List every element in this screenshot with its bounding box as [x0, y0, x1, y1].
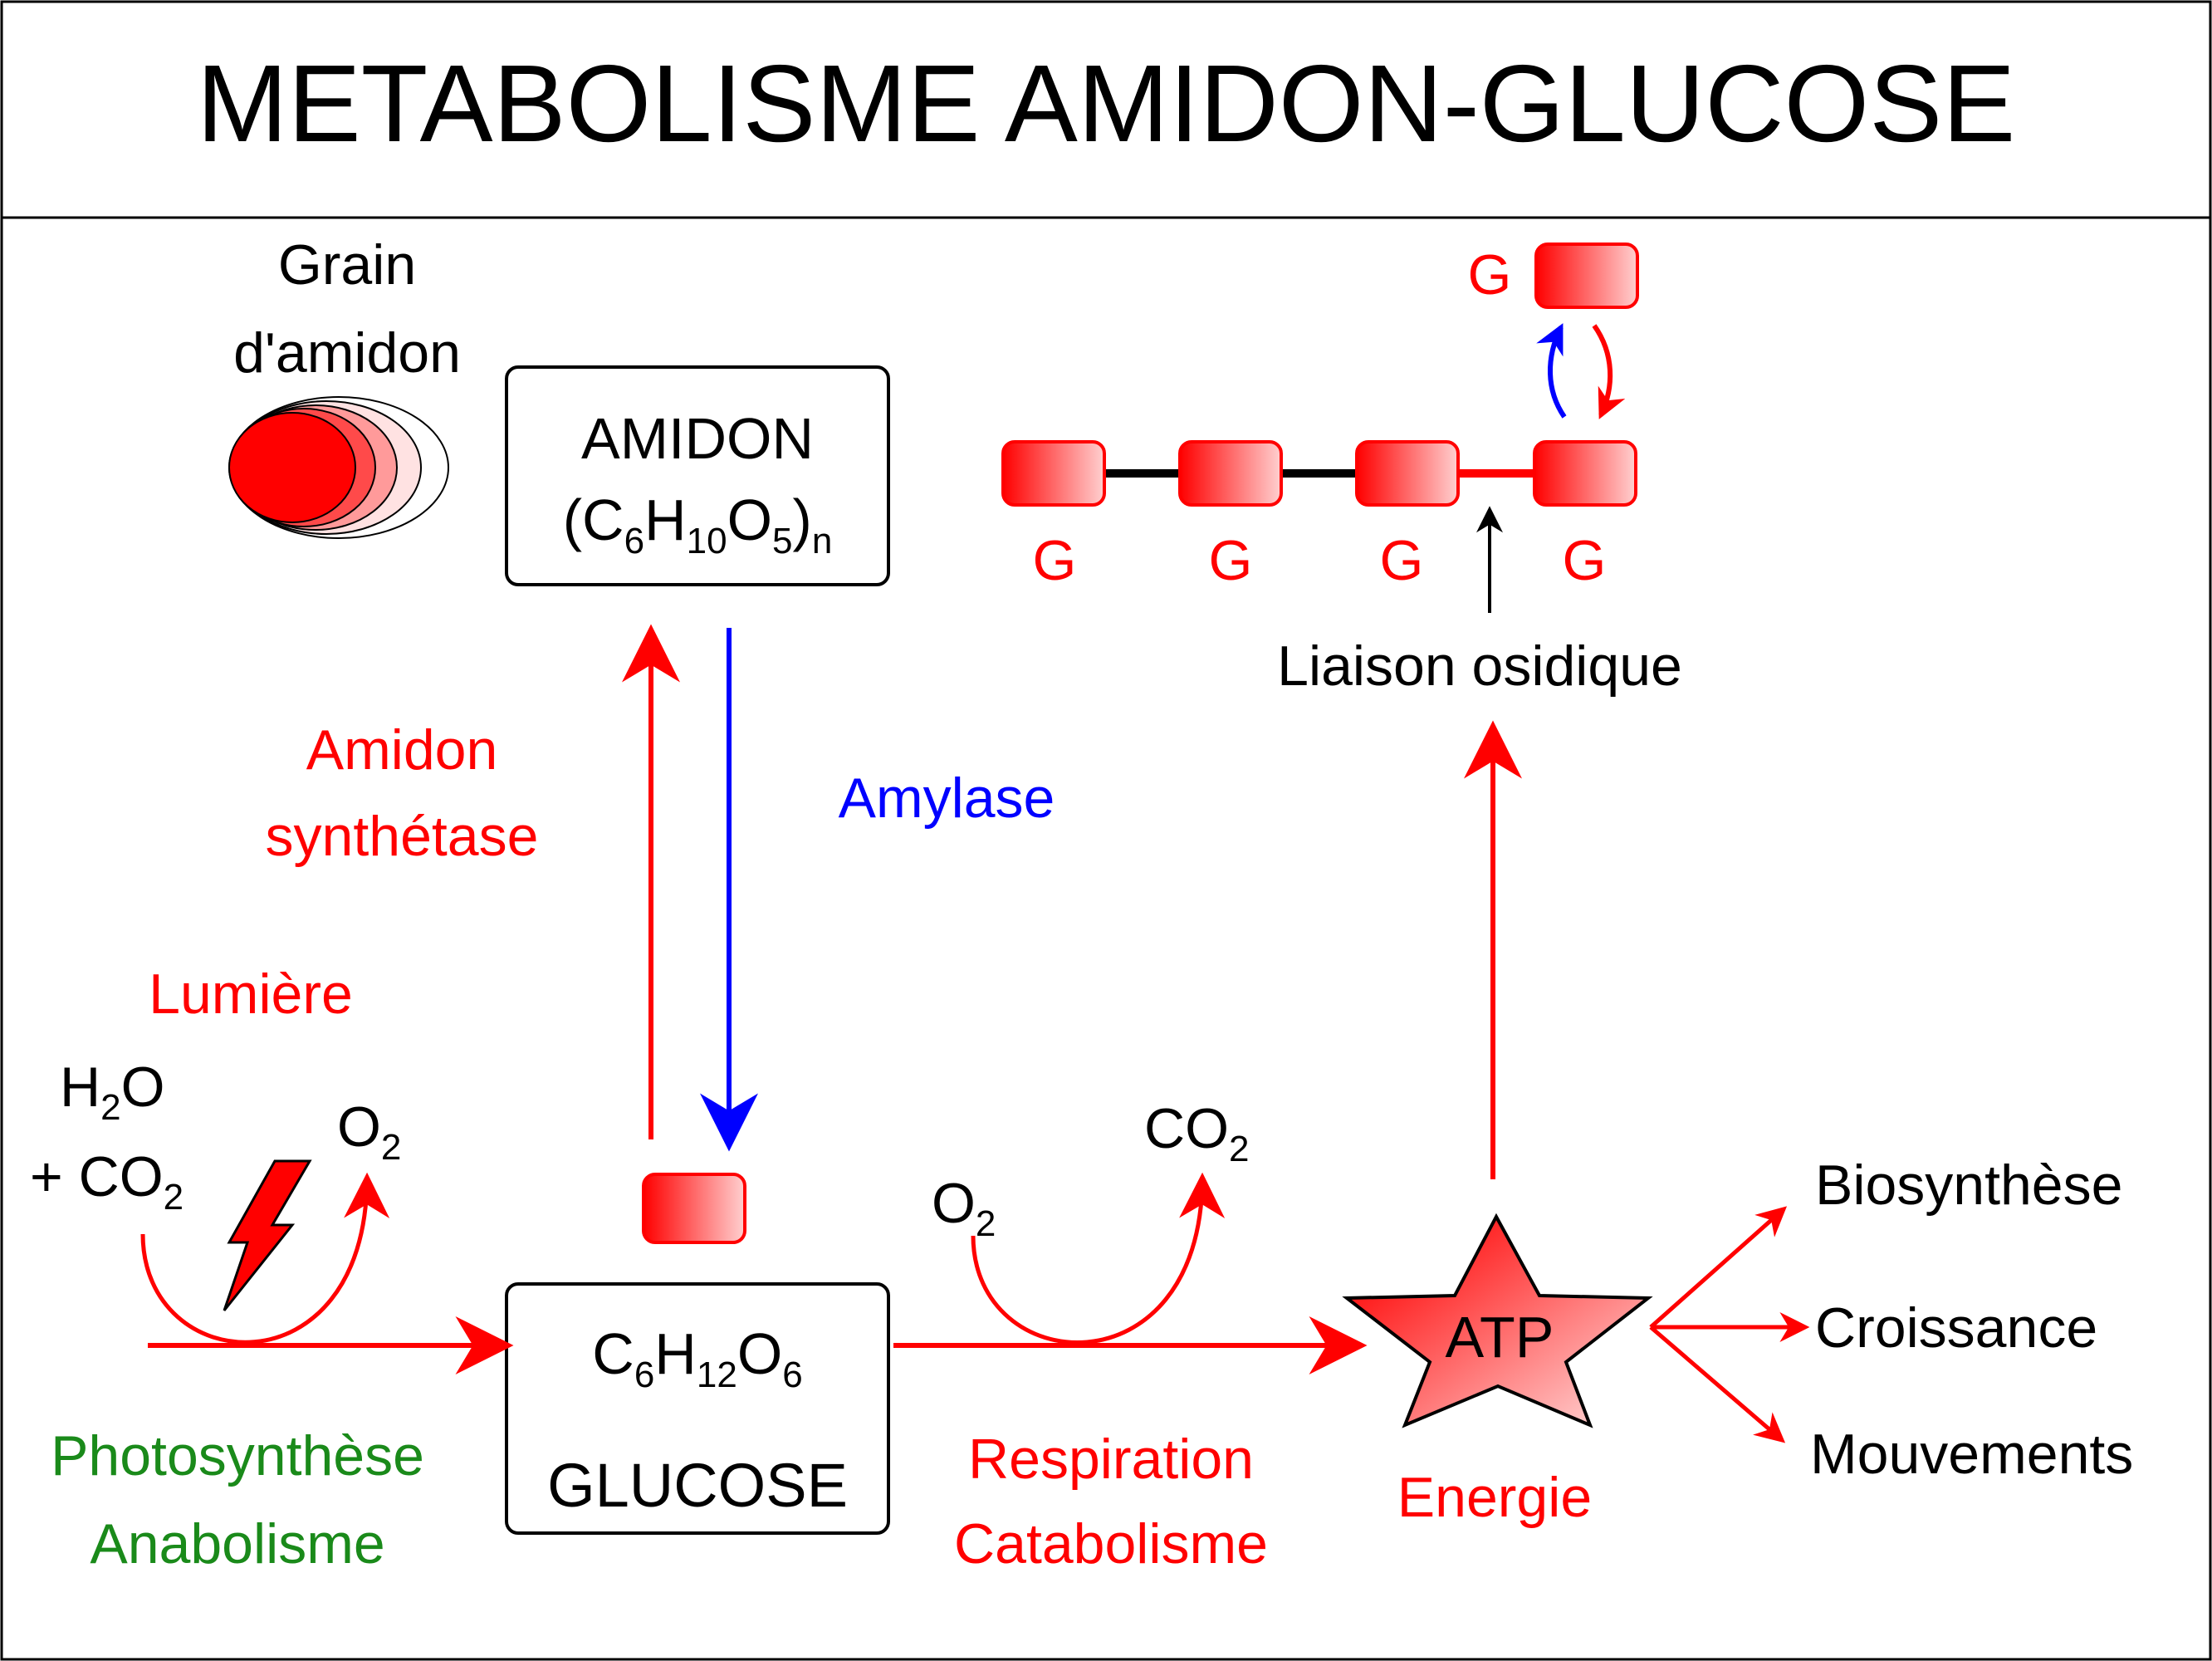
output-mouvements: Mouvements — [1810, 1423, 2133, 1486]
energie-label: Energie — [1397, 1466, 1592, 1529]
photosynthese-line1: Photosynthèse — [51, 1424, 424, 1487]
attach-arrow — [1592, 324, 1626, 419]
o2-in-label: O2 — [932, 1172, 996, 1244]
atp-label: ATP — [1446, 1305, 1554, 1369]
page-title: METABOLISME AMIDON-GLUCOSE — [197, 42, 2016, 164]
respiration-line2: Catabolisme — [954, 1512, 1268, 1575]
chain-g-label-1: G — [1033, 529, 1077, 592]
chain-g-label-4: G — [1563, 529, 1607, 592]
glucose-box — [505, 1282, 890, 1535]
amidon-box — [505, 365, 890, 586]
liaison-label: Liaison osidique — [1277, 635, 1682, 698]
co2-in-label: + CO2 — [30, 1145, 184, 1218]
lightning-bolt-icon — [223, 1159, 312, 1311]
amylase-label: Amylase — [839, 767, 1055, 830]
h2o-label: H2O — [60, 1056, 165, 1128]
photosynthese-line2: Anabolisme — [90, 1512, 384, 1575]
lumiere-label: Lumière — [149, 963, 353, 1026]
grain-label-line2: d'amidon — [233, 321, 461, 385]
glucose-unit-icon — [642, 1173, 746, 1244]
release-arrow — [1536, 323, 1567, 419]
chain-unit-1 — [1001, 440, 1106, 507]
co2-out-label: CO2 — [1144, 1097, 1249, 1169]
chain-g-label-3: G — [1380, 529, 1424, 592]
grain-label-line1: Grain — [278, 233, 416, 296]
chain-g-label-2: G — [1209, 529, 1253, 592]
glucose-name: GLUCOSE — [547, 1451, 848, 1520]
chain-unit-2 — [1178, 440, 1283, 507]
starch-grain-icon — [228, 396, 449, 539]
free-unit-g-label: G — [1468, 243, 1512, 306]
amidon-name: AMIDON — [581, 406, 814, 471]
output-biosynthese: Biosynthèse — [1815, 1154, 2122, 1217]
free-unit — [1534, 243, 1639, 309]
respiration-line1: Respiration — [968, 1428, 1254, 1491]
chain-unit-4 — [1533, 440, 1637, 507]
biosynthese-arrow — [1649, 1206, 1788, 1329]
o2-out-label: O2 — [337, 1095, 401, 1168]
chain-unit-3 — [1355, 440, 1460, 507]
amidon-formula: (C6H10O5)n — [563, 488, 833, 561]
output-croissance: Croissance — [1815, 1296, 2097, 1360]
glucose-formula: C6H12O6 — [592, 1321, 803, 1395]
amidon-synthetase-line1: Amidon — [306, 718, 498, 782]
amidon-synthetase-line2: synthétase — [266, 805, 539, 868]
mouvements-arrow — [1649, 1325, 1786, 1443]
photosynthesis-curve — [140, 1172, 390, 1345]
star-atp-icon — [1342, 1213, 1653, 1428]
respiration-curve — [971, 1172, 1226, 1345]
